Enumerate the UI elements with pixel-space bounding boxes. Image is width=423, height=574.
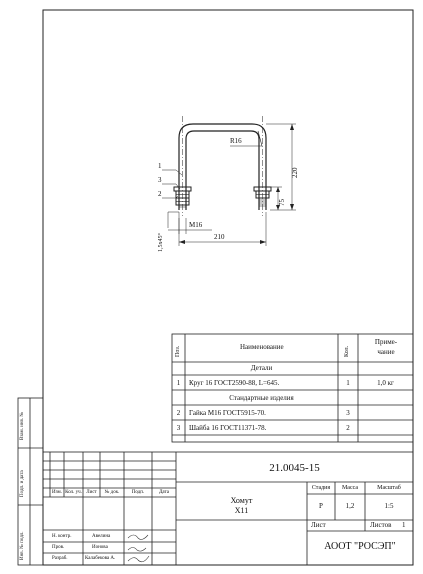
mass-label: Масса <box>341 485 359 491</box>
spec-row-name: Гайка М16 ГОСТ5915-70. <box>189 409 266 417</box>
spec-row-name: Круг 16 ГОСТ2590-88, L=645. <box>189 379 280 387</box>
sheets-label: Листов <box>370 521 392 529</box>
side-stamp-replaced-inv: Взам. инв. № <box>20 411 25 440</box>
spec-header-name: Наименование <box>240 343 284 351</box>
role-label: Н. контр. <box>52 534 72 539</box>
change-header: Изм. <box>52 490 62 495</box>
role-person: Калабекова А. <box>85 556 116 561</box>
dimension-width: 210 <box>214 233 225 241</box>
spec-row-qty: 1 <box>346 379 350 387</box>
spec-header-note-text: Приме- чание <box>374 338 398 356</box>
sheet-label: Лист <box>311 521 326 529</box>
dimension-chamfer: 1,5x45° <box>158 233 164 252</box>
callout-1: 1 <box>158 162 162 170</box>
spec-row-qty: 3 <box>346 409 350 417</box>
dimension-radius: R16 <box>230 137 242 145</box>
callout-2: 2 <box>158 190 162 198</box>
change-header: Подп. <box>131 490 145 495</box>
change-header: Лист <box>86 490 97 495</box>
change-header: Дата <box>159 490 169 495</box>
spec-header-qty: Кол. <box>344 345 350 357</box>
spec-row-pos: 2 <box>176 409 181 417</box>
change-header: Кол. уч. <box>65 490 82 495</box>
role-person: Авелина <box>92 534 111 539</box>
company-name: АООТ "РОСЭП" <box>324 541 396 552</box>
stage-value: Р <box>319 502 323 510</box>
u-bolt-drawing <box>162 116 296 246</box>
spec-row-pos: 1 <box>176 379 181 387</box>
part-name-line2: Х11 <box>234 506 249 515</box>
mass-value: 1,2 <box>345 502 355 510</box>
role-person: Ионова <box>92 545 108 550</box>
spec-row-note: 1,0 кг <box>377 379 394 387</box>
stage-label: Стадия <box>311 485 331 491</box>
change-header: № док. <box>104 490 120 495</box>
spec-row-qty: 2 <box>346 424 350 432</box>
spec-table-grid <box>171 333 414 443</box>
callout-3: 3 <box>158 176 162 184</box>
dimension-thread: M16 <box>189 221 203 229</box>
spec-header-pos: Поз. <box>175 345 181 357</box>
title-block-grid <box>42 451 414 566</box>
spec-section-parts: Детали <box>250 364 273 372</box>
scale-value: 1:5 <box>384 502 394 510</box>
sheets-value: 1 <box>402 521 406 529</box>
signatures <box>127 534 150 563</box>
scale-label: Масштаб <box>377 485 401 491</box>
document-number: 21.0045-15 <box>269 462 320 474</box>
spec-row-pos: 3 <box>176 424 181 432</box>
role-label: Разраб. <box>52 556 68 561</box>
spec-header-note: Приме- чание <box>360 338 412 358</box>
spec-section-standard: Стандартные изделия <box>229 394 294 402</box>
spec-row-name: Шайба 16 ГОСТ11371-78. <box>189 424 267 432</box>
role-label: Пров. <box>52 545 65 550</box>
side-stamp-orig-inv: Инв. № подл. <box>20 531 25 561</box>
part-name-line1: Хомут <box>230 496 253 505</box>
dimension-thread-length: 75 <box>278 199 286 206</box>
side-stamp-sign-date: Подп. и дата <box>20 470 25 497</box>
dimension-height: 220 <box>291 167 299 179</box>
